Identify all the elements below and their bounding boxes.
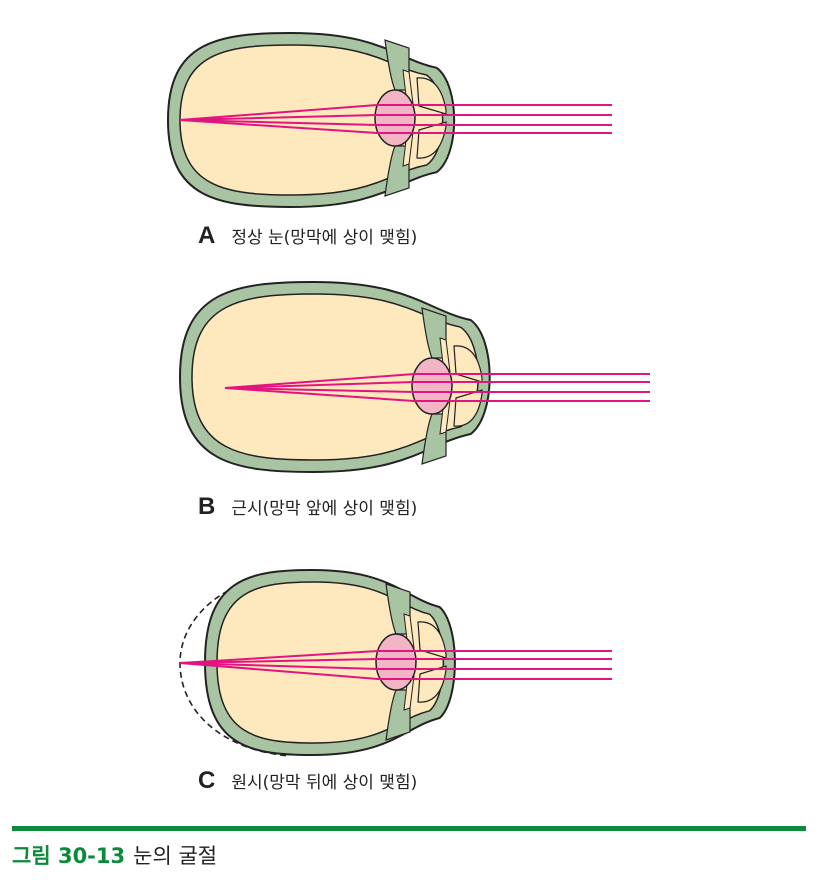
figure-title: 눈의 굴절 xyxy=(133,844,218,868)
eye-normal xyxy=(166,31,612,209)
light-ray xyxy=(224,387,650,402)
light-ray xyxy=(179,119,612,126)
light-ray xyxy=(179,662,612,680)
eye-hyperopia xyxy=(179,568,612,757)
eye-refraction-diagram xyxy=(166,31,650,757)
panel-letter: A xyxy=(198,222,216,249)
vitreous-body xyxy=(216,581,445,744)
vitreous-body xyxy=(179,44,444,196)
anterior-chamber-bottom xyxy=(417,665,447,703)
light-ray xyxy=(224,381,650,389)
figure-caption: 그림 30-13 눈의 굴절 xyxy=(12,840,217,870)
anterior-chamber-top xyxy=(417,621,447,659)
panel-c-label: C 원시(망막 뒤에 상이 맺힘) xyxy=(198,767,417,795)
light-ray xyxy=(179,662,612,670)
light-ray xyxy=(179,658,612,664)
panel-description: 정상 눈(망막에 상이 맺힘) xyxy=(231,228,418,248)
light-ray xyxy=(179,104,612,121)
anterior-chamber-bottom xyxy=(416,121,447,159)
lens xyxy=(411,357,453,415)
light-ray xyxy=(224,373,650,389)
panel-description: 근시(망막 앞에 상이 맺힘) xyxy=(231,499,418,519)
panel-description: 원시(망막 뒤에 상이 맺힘) xyxy=(231,773,418,793)
figure-number: 그림 30-13 xyxy=(12,844,126,868)
light-ray xyxy=(224,387,650,393)
caption-divider xyxy=(12,826,806,831)
lens xyxy=(374,89,416,147)
panel-letter: B xyxy=(198,493,216,520)
light-ray xyxy=(179,650,612,664)
panel-b-label: B 근시(망막 앞에 상이 맺힘) xyxy=(198,493,417,521)
lens xyxy=(375,633,417,691)
light-ray xyxy=(179,119,612,134)
panel-letter: C xyxy=(198,767,216,794)
light-ray xyxy=(179,114,612,121)
anterior-chamber-bottom xyxy=(453,389,483,427)
panel-a-label: A 정상 눈(망막에 상이 맺힘) xyxy=(198,222,417,250)
eye-myopia xyxy=(178,280,650,474)
